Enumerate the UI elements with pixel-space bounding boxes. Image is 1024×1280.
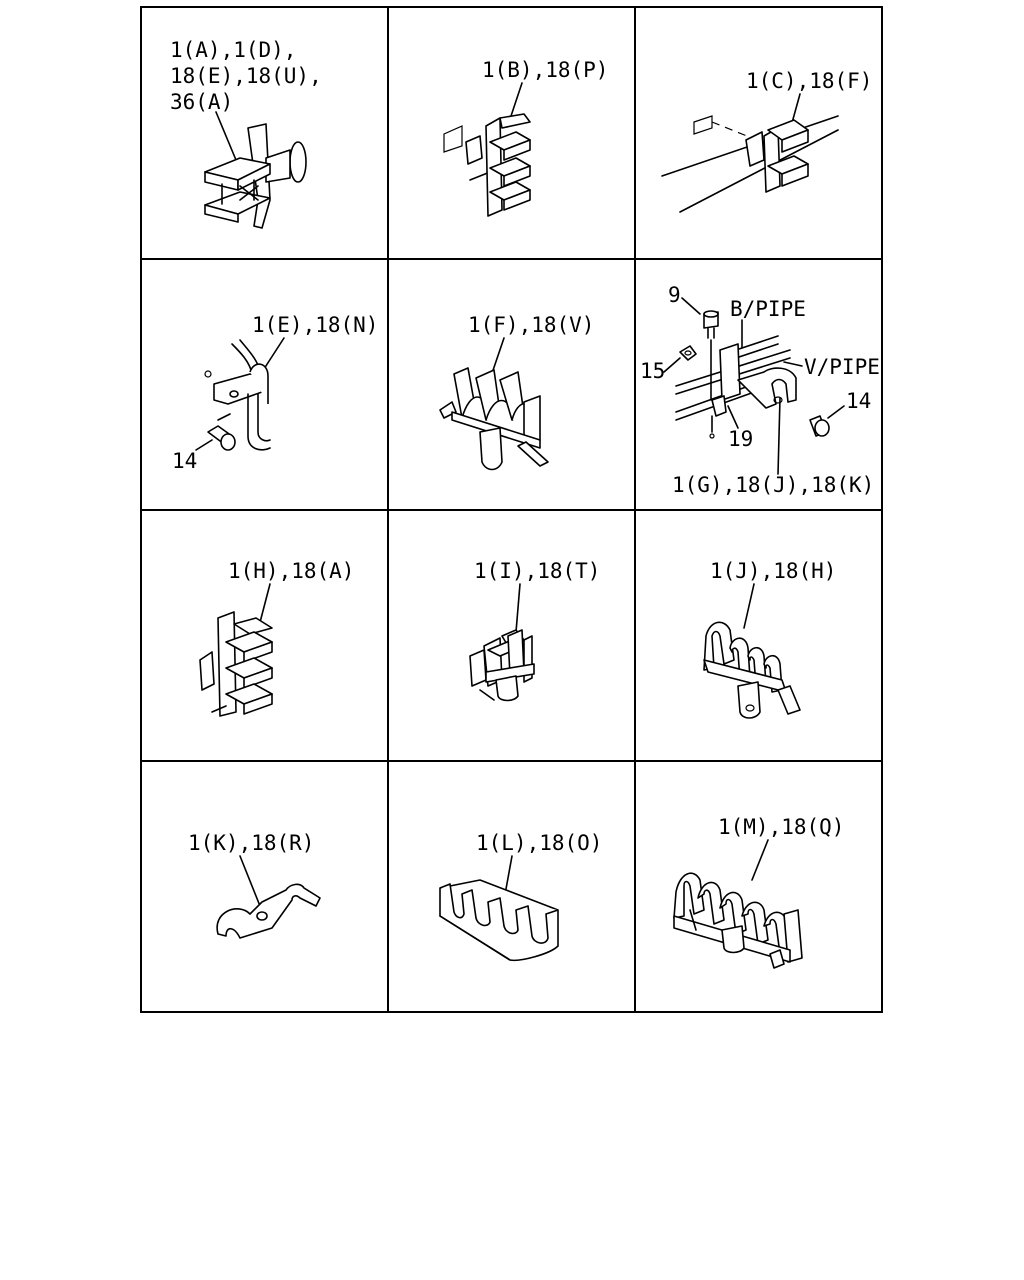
- cell-k: 1(L),18(O): [439, 831, 602, 962]
- part-label: 1(J),18(H): [710, 559, 836, 583]
- cell-j: 1(K),18(R): [188, 831, 321, 939]
- clip-drawing: [675, 310, 830, 439]
- cell-h: 1(I),18(T): [469, 559, 600, 702]
- clip-drawing: [439, 879, 559, 962]
- leader-line: [195, 439, 213, 451]
- clip-drawing: [204, 339, 271, 451]
- part-label: 1(C),18(F): [746, 69, 872, 93]
- leader-line: [751, 839, 769, 881]
- part-number-9: 9: [668, 283, 681, 307]
- cell-g: 1(H),18(A): [199, 559, 354, 717]
- part-number-14: 14: [172, 449, 197, 473]
- clip-drawing: [661, 115, 839, 213]
- leader-line: [239, 855, 261, 907]
- part-label: 1(M),18(Q): [718, 815, 844, 839]
- cell-l: 1(M),18(Q): [673, 815, 844, 969]
- part-label: 1(I),18(T): [474, 559, 600, 583]
- cell-i: 1(J),18(H): [703, 559, 836, 719]
- part-label: 36(A): [170, 90, 233, 114]
- cell-d: 1(E),18(N) 14: [172, 313, 378, 473]
- leader-line: [515, 583, 521, 633]
- part-label: 1(L),18(O): [476, 831, 602, 855]
- part-number-19: 19: [728, 427, 753, 451]
- leader-line: [663, 357, 681, 373]
- leader-line: [783, 361, 803, 367]
- clip-drawing: [703, 621, 801, 719]
- part-label: 1(F),18(V): [468, 313, 594, 337]
- v-pipe-label: V/PIPE: [804, 355, 880, 379]
- cell-a: 1(A),1(D), 18(E),18(U), 36(A): [170, 38, 322, 229]
- part-number-14: 14: [846, 389, 871, 413]
- clip-drawing: [439, 367, 549, 471]
- leader-line: [777, 397, 781, 475]
- clip-drawing: [443, 113, 531, 217]
- part-label: 1(G),18(J),18(K): [672, 473, 874, 497]
- part-number-15: 15: [640, 359, 665, 383]
- leader-line: [681, 297, 701, 315]
- leader-line: [743, 583, 755, 629]
- part-label: 1(E),18(N): [252, 313, 378, 337]
- part-label: 18(E),18(U),: [170, 64, 322, 88]
- part-label: 1(K),18(R): [188, 831, 314, 855]
- leader-line: [261, 337, 285, 373]
- grid-frame: [140, 6, 883, 1013]
- clip-drawing: [673, 872, 803, 969]
- leader-line: [827, 405, 845, 419]
- cell-e: 1(F),18(V): [439, 313, 594, 471]
- leader-line: [727, 405, 739, 429]
- cell-c: 1(C),18(F): [661, 69, 872, 213]
- part-label: 1(H),18(A): [228, 559, 354, 583]
- clip-drawing: [204, 111, 307, 229]
- part-label: 1(B),18(P): [482, 58, 608, 82]
- clip-drawing: [199, 611, 273, 717]
- part-label: 1(A),1(D),: [170, 38, 296, 62]
- cell-f: 9 B/PIPE 15 V/PIPE 14 19 1(G),18(J),18(K…: [640, 283, 880, 497]
- clip-drawing: [469, 629, 535, 702]
- cell-b: 1(B),18(P): [443, 58, 608, 217]
- clip-drawing: [216, 883, 321, 939]
- b-pipe-label: B/PIPE: [730, 297, 806, 321]
